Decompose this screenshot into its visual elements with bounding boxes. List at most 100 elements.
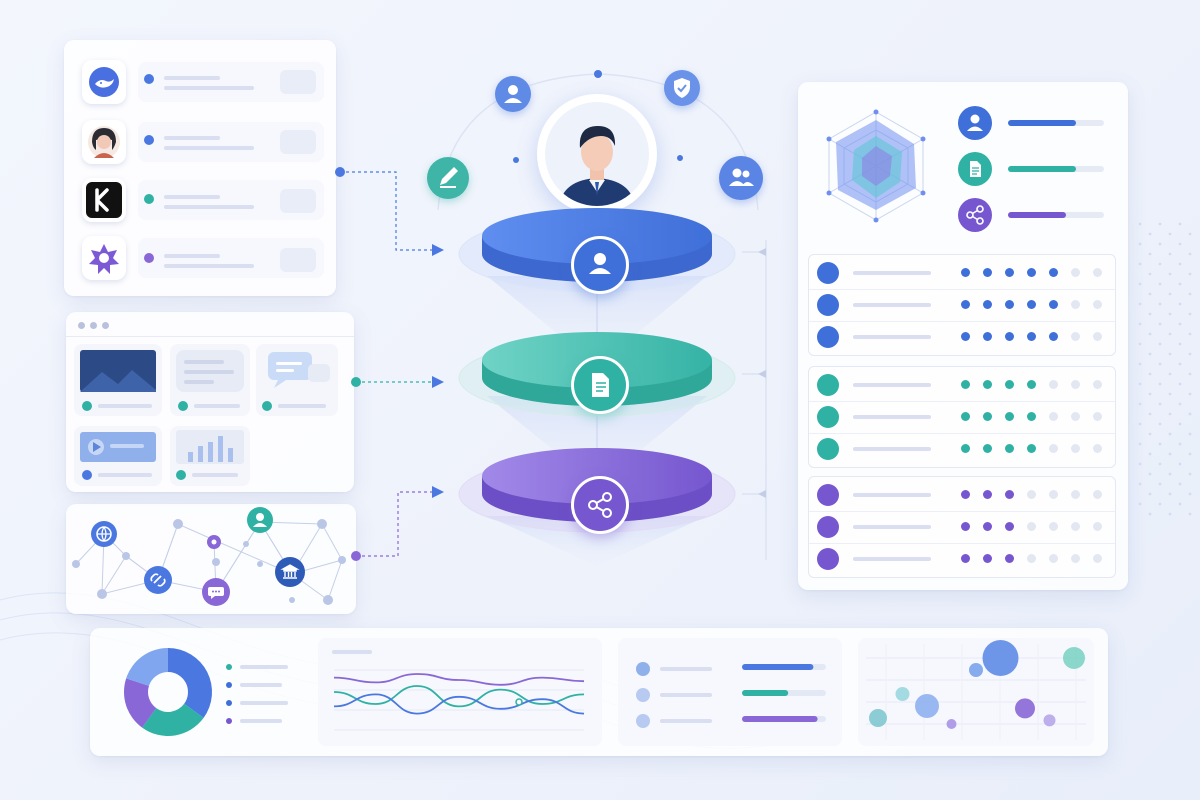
progress-fill xyxy=(742,690,789,696)
bubble-point xyxy=(915,694,939,718)
group-orbit-icon[interactable] xyxy=(719,156,763,200)
rating-dot-filled xyxy=(1027,380,1036,389)
rating-dot-filled xyxy=(1005,554,1014,563)
rating-dot-empty xyxy=(1049,522,1058,531)
shield-orbit-icon[interactable] xyxy=(664,70,700,106)
donut-slice xyxy=(142,703,204,736)
bar-chart-icon xyxy=(176,430,244,464)
progress-fill xyxy=(742,716,818,722)
rating-dot-empty xyxy=(1027,522,1036,531)
rating-dot-filled xyxy=(1027,332,1036,341)
user-orbit-icon[interactable] xyxy=(495,76,531,112)
media-tile-chart[interactable] xyxy=(170,426,250,486)
rating-dot-filled xyxy=(983,380,992,389)
rating-dot-empty xyxy=(1071,444,1080,453)
source-row-1[interactable] xyxy=(82,60,126,104)
source-status-dot xyxy=(144,194,154,204)
source-row-2[interactable] xyxy=(82,120,126,164)
rating-dot-filled xyxy=(1005,300,1014,309)
bubble-chart-panel xyxy=(858,638,1094,746)
rating-dot-filled xyxy=(1005,332,1014,341)
bank-icon[interactable] xyxy=(275,557,305,587)
globe-icon[interactable] xyxy=(91,521,117,547)
user-icon[interactable] xyxy=(247,507,273,533)
rating-dot-empty xyxy=(1071,490,1080,499)
layer-document-badge[interactable] xyxy=(571,356,629,414)
attribute-row[interactable] xyxy=(809,289,1115,322)
man-avatar-icon xyxy=(545,102,649,206)
rating-dot-filled xyxy=(983,300,992,309)
bubble-point xyxy=(869,709,887,727)
media-tile-text[interactable] xyxy=(170,344,250,416)
rating-dot-empty xyxy=(1049,490,1058,499)
attribute-row[interactable] xyxy=(809,511,1115,544)
source-action-button[interactable] xyxy=(280,248,316,272)
source-row-4[interactable] xyxy=(82,236,126,280)
source-row-3[interactable] xyxy=(82,178,126,222)
k-logo-icon xyxy=(86,182,122,218)
group-users-icon xyxy=(729,168,754,186)
source-action-button[interactable] xyxy=(280,70,316,94)
rating-dot-filled xyxy=(1005,412,1014,421)
rating-dot-empty xyxy=(1071,300,1080,309)
rating-dot-filled xyxy=(1027,300,1036,309)
rating-dot-empty xyxy=(1093,554,1102,563)
line-chart-panel xyxy=(318,638,602,746)
rating-dot-empty xyxy=(1071,554,1080,563)
eye-icon[interactable] xyxy=(207,535,221,549)
metric-bar-teal xyxy=(1008,166,1076,172)
star-logo-icon xyxy=(89,244,119,274)
layer-user-badge[interactable] xyxy=(571,236,629,294)
source-status-dot xyxy=(144,253,154,263)
rating-dot-filled xyxy=(1005,444,1014,453)
attribute-row[interactable] xyxy=(809,321,1115,353)
document-icon xyxy=(970,161,981,177)
source-action-button[interactable] xyxy=(280,130,316,154)
attribute-row[interactable] xyxy=(809,257,1115,290)
rating-dot-filled xyxy=(961,268,970,277)
rating-dot-filled xyxy=(1005,380,1014,389)
rating-dot-empty xyxy=(1049,380,1058,389)
attribute-row[interactable] xyxy=(809,479,1115,512)
metric-bar-blue xyxy=(1008,120,1076,126)
progress-fill xyxy=(742,664,814,670)
bubble-point xyxy=(1063,647,1085,669)
source-action-button[interactable] xyxy=(280,189,316,213)
sources-card xyxy=(64,40,336,296)
rating-dot-empty xyxy=(1093,412,1102,421)
media-tile-chat[interactable] xyxy=(256,344,338,416)
line-marker xyxy=(515,698,523,706)
attribute-row[interactable] xyxy=(809,433,1115,465)
rating-dot-filled xyxy=(1027,268,1036,277)
attribute-row[interactable] xyxy=(809,369,1115,402)
media-tile-image[interactable] xyxy=(74,344,162,416)
attribute-row[interactable] xyxy=(809,401,1115,434)
bubble-point xyxy=(946,719,957,729)
bubble-point xyxy=(969,663,983,677)
rating-dot-filled xyxy=(1005,268,1014,277)
attribute-group-blue xyxy=(808,254,1116,356)
link-icon[interactable] xyxy=(144,566,172,594)
rating-dot-empty xyxy=(1071,522,1080,531)
layer-share-badge[interactable] xyxy=(571,476,629,534)
media-tile-video[interactable] xyxy=(74,426,162,486)
edit-orbit-icon[interactable] xyxy=(427,157,469,199)
rating-dot-empty xyxy=(1093,490,1102,499)
source-status-dot xyxy=(144,74,154,84)
user-icon xyxy=(589,253,611,274)
rating-dot-empty xyxy=(1093,444,1102,453)
rating-dot-filled xyxy=(1027,412,1036,421)
whale-logo-icon xyxy=(89,67,119,97)
user-icon xyxy=(967,114,983,131)
profile-avatar[interactable] xyxy=(537,94,657,214)
line-chart xyxy=(333,669,585,731)
rating-dot-empty xyxy=(1093,332,1102,341)
rating-dot-empty xyxy=(1093,300,1102,309)
chat-icon[interactable] xyxy=(202,578,230,606)
attribute-row[interactable] xyxy=(809,543,1115,575)
progress-list-panel xyxy=(618,638,842,746)
radar-chart xyxy=(826,109,926,223)
bubble-chart xyxy=(866,640,1086,740)
rating-dot-filled xyxy=(961,554,970,563)
